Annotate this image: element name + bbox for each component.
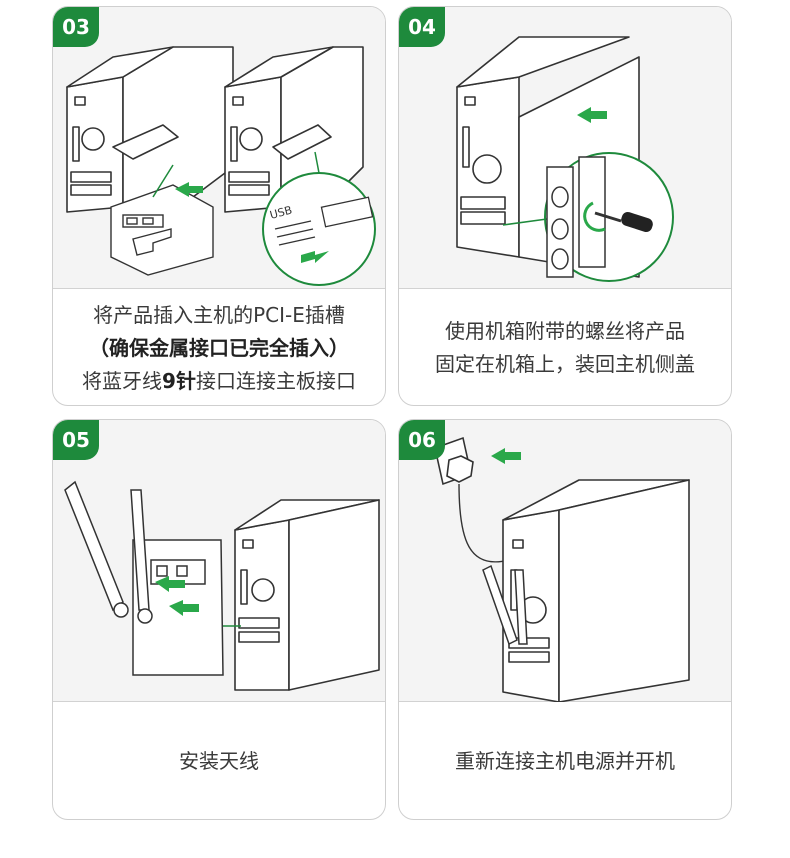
antenna-icon — [64, 480, 153, 624]
connect-arrow-icon — [301, 251, 329, 263]
step-badge-05: 05 — [53, 420, 99, 460]
step-03-illustration: USB — [53, 7, 385, 289]
step-06-caption-line1: 重新连接主机电源并开机 — [455, 749, 675, 773]
step-card-04: 04 使用机箱附带的螺丝将产品 固定在机箱上，装回主机侧盖 — [398, 6, 732, 406]
step-card-05: 05 安装天线 — [52, 419, 386, 820]
step-04-caption: 使用机箱附带的螺丝将产品 固定在机箱上，装回主机侧盖 — [399, 289, 731, 405]
step-04-caption-line2: 固定在机箱上，装回主机侧盖 — [435, 352, 695, 376]
pc-install-card-illustration: USB — [66, 46, 376, 286]
step-05-caption-line1: 安装天线 — [179, 749, 259, 773]
step-03-caption-line3: 将蓝牙线9针接口连接主板接口 — [82, 365, 356, 398]
zoom-circle — [262, 172, 376, 286]
step-06-illustration — [399, 420, 731, 702]
panel-arrow-icon — [577, 107, 607, 123]
plug-arrow-icon — [491, 448, 521, 464]
step-03-caption-line1: 将产品插入主机的PCI-E插槽 — [93, 302, 345, 327]
screw-fix-illustration — [456, 36, 674, 282]
step-badge-04: 04 — [399, 7, 445, 47]
usb-label: USB — [268, 203, 293, 221]
step-05-illustration — [53, 420, 385, 702]
screwdriver-icon — [583, 201, 653, 233]
step-card-06: 06 重新连接主机电源并开机 — [398, 419, 732, 820]
step-05-caption: 安装天线 — [53, 702, 385, 819]
step-06-caption: 重新连接主机电源并开机 — [399, 702, 731, 819]
step-03-caption: 将产品插入主机的PCI-E插槽 （确保金属接口已完全插入） 将蓝牙线9针接口连接… — [53, 289, 385, 405]
power-on-illustration — [434, 436, 690, 702]
attach-arrow-icon — [155, 576, 199, 616]
step-04-illustration — [399, 7, 731, 289]
step-03-caption-line3-bold: 9针 — [162, 368, 196, 393]
antenna-install-illustration — [64, 480, 380, 691]
step-03-caption-line3-suffix: 接口连接主板接口 — [195, 368, 356, 393]
step-03-caption-line2: （确保金属接口已完全插入） — [89, 335, 349, 360]
step-04-caption-line1: 使用机箱附带的螺丝将产品 — [445, 319, 685, 343]
step-badge-03: 03 — [53, 7, 99, 47]
antenna-icon — [482, 564, 528, 646]
step-card-03: USB 03 将产品插入主机的PCI-E插槽 （确保金属接口已完全插入） 将蓝牙… — [52, 6, 386, 406]
step-03-caption-line3-prefix: 将蓝牙线 — [82, 368, 163, 393]
insert-arrow-icon — [175, 182, 203, 197]
step-badge-06: 06 — [399, 420, 445, 460]
